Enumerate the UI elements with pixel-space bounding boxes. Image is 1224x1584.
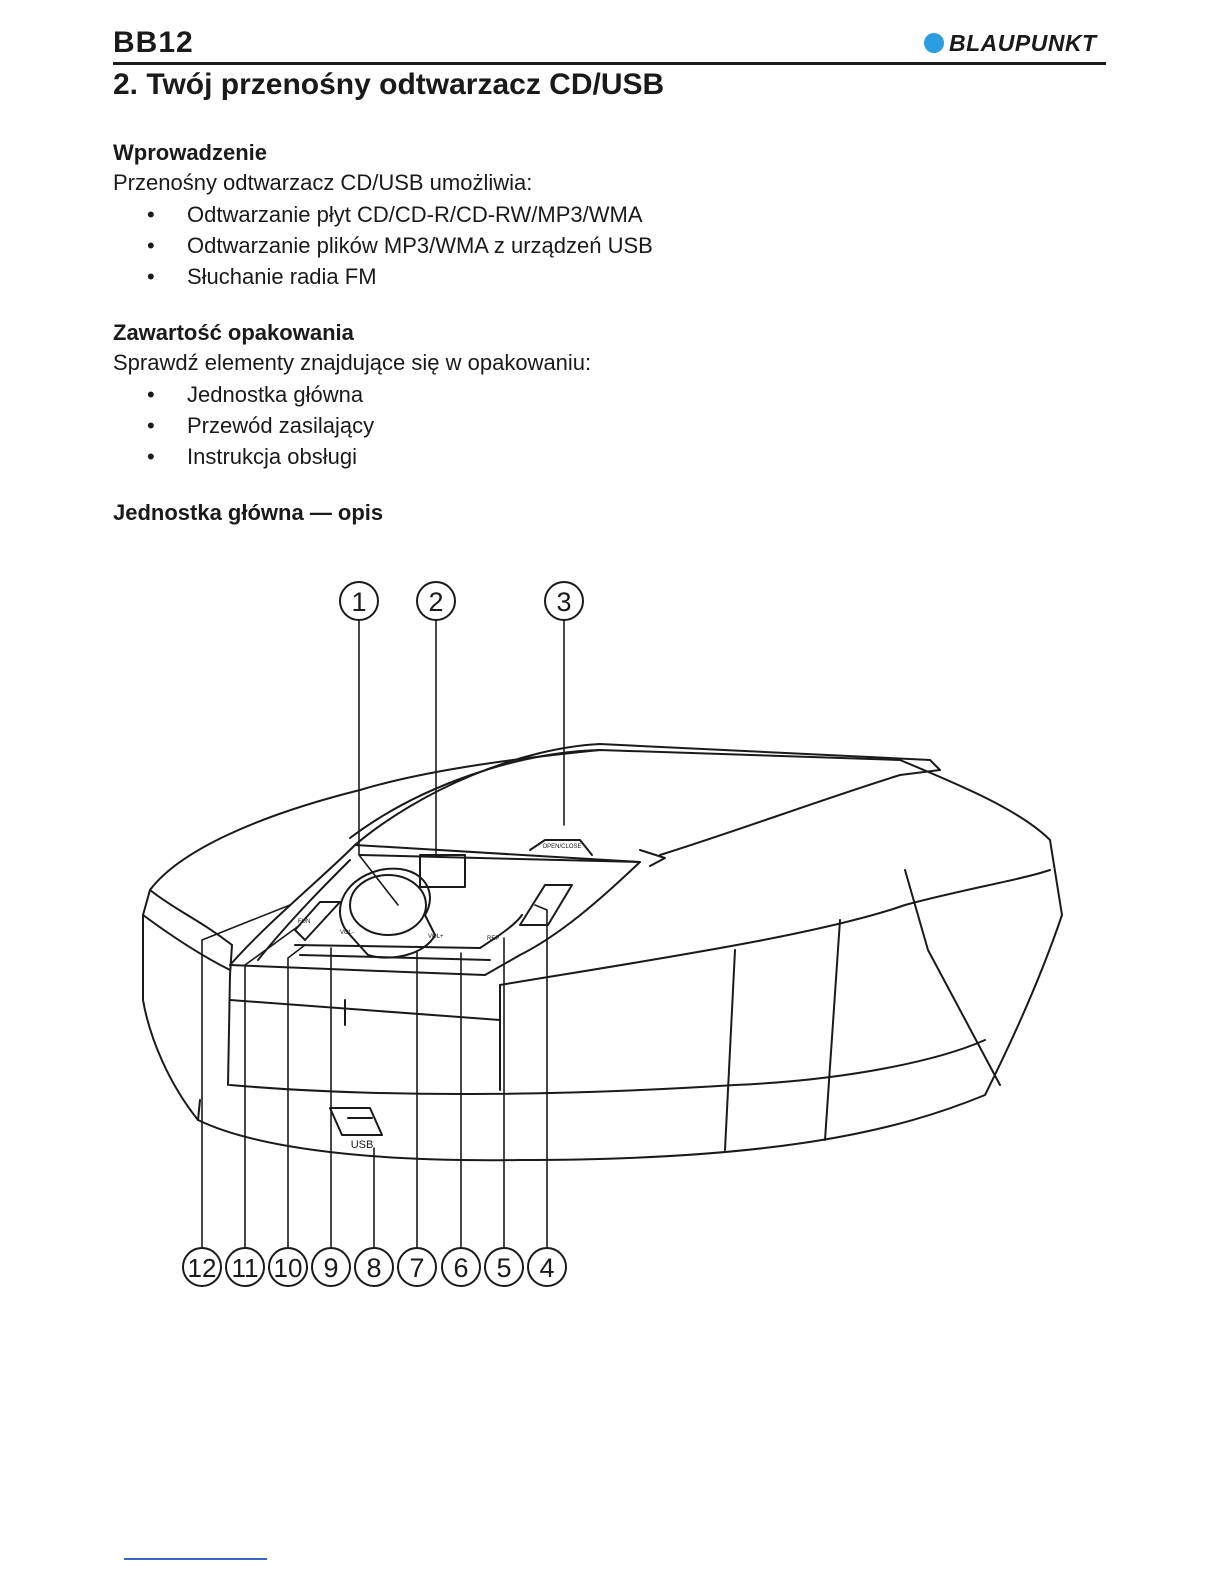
svg-text:5: 5 (496, 1253, 511, 1283)
usb-port (329, 1107, 383, 1136)
brand-dot-icon (924, 33, 944, 53)
svg-text:9: 9 (323, 1253, 338, 1283)
brand-logo: BLAUPUNKT (924, 30, 1097, 56)
package-text: Sprawdź elementy znajdujące się w opakow… (113, 350, 592, 375)
svg-text:4: 4 (539, 1253, 554, 1283)
open-close-label: OPEN/CLOSE (542, 844, 581, 850)
svg-text:10: 10 (274, 1253, 303, 1283)
svg-text:6: 6 (453, 1253, 468, 1283)
svg-text:2: 2 (428, 587, 443, 617)
bullet-icon: • (147, 382, 155, 407)
callout-9: 9 (311, 1247, 351, 1287)
footer-line (124, 1558, 267, 1560)
svg-text:12: 12 (188, 1253, 217, 1283)
svg-text:1: 1 (351, 587, 366, 617)
callout-3: 3 (544, 581, 584, 621)
callout-11: 11 (225, 1247, 265, 1287)
bullet-icon: • (147, 444, 155, 469)
callout-4: 4 (527, 1247, 567, 1287)
callout-6: 6 (441, 1247, 481, 1287)
bullet-icon: • (147, 202, 155, 227)
callout-5: 5 (484, 1247, 524, 1287)
model-name: BB12 (113, 26, 194, 59)
list-item: •Odtwarzanie plików MP3/WMA z urządzeń U… (147, 230, 653, 261)
svg-text:11: 11 (232, 1253, 259, 1283)
callout-8: 8 (354, 1247, 394, 1287)
callout-1: 1 (339, 581, 379, 621)
list-item: •Przewód zasilający (147, 410, 374, 441)
callout-7: 7 (397, 1247, 437, 1287)
intro-text: Przenośny odtwarzacz CD/USB umożliwia: (113, 170, 533, 195)
rep-label: REP (487, 936, 499, 942)
svg-text:3: 3 (556, 587, 571, 617)
svg-text:7: 7 (409, 1253, 424, 1283)
callout-leaders (201, 619, 565, 1249)
list-item: •Jednostka główna (147, 379, 374, 410)
list-item: •Słuchanie radia FM (147, 261, 653, 292)
chapter-title: 2. Twój przenośny odtwarzacz CD/USB (113, 68, 665, 101)
bullet-icon: • (147, 264, 155, 289)
package-heading: Zawartość opakowania (113, 320, 354, 345)
brand-name: BLAUPUNKT (949, 29, 1097, 56)
usb-label: USB (351, 1139, 374, 1151)
intro-heading: Wprowadzenie (113, 140, 268, 165)
intro-list: •Odtwarzanie płyt CD/CD-R/CD-RW/MP3/WMA … (147, 199, 653, 292)
package-list: •Jednostka główna •Przewód zasilający •I… (147, 379, 374, 472)
callout-2: 2 (416, 581, 456, 621)
device-diagram: USB OPEN/CLOSE VOL- VOL+ REP FUN 1 2 3 1… (142, 581, 1063, 1287)
callout-10: 10 (268, 1247, 308, 1287)
bullet-icon: • (147, 413, 155, 438)
bullet-icon: • (147, 233, 155, 258)
vol-minus-label: VOL- (340, 930, 354, 936)
svg-text:8: 8 (366, 1253, 381, 1283)
fun-label: FUN (298, 919, 310, 925)
unit-heading: Jednostka główna — opis (113, 500, 384, 525)
list-item: •Instrukcja obsługi (147, 441, 374, 472)
cd-lid (349, 743, 941, 867)
device-outline (142, 749, 1063, 1162)
header-rule (113, 62, 1106, 65)
vol-plus-label: VOL+ (428, 934, 444, 940)
list-item: •Odtwarzanie płyt CD/CD-R/CD-RW/MP3/WMA (147, 199, 653, 230)
callout-12: 12 (182, 1247, 222, 1287)
